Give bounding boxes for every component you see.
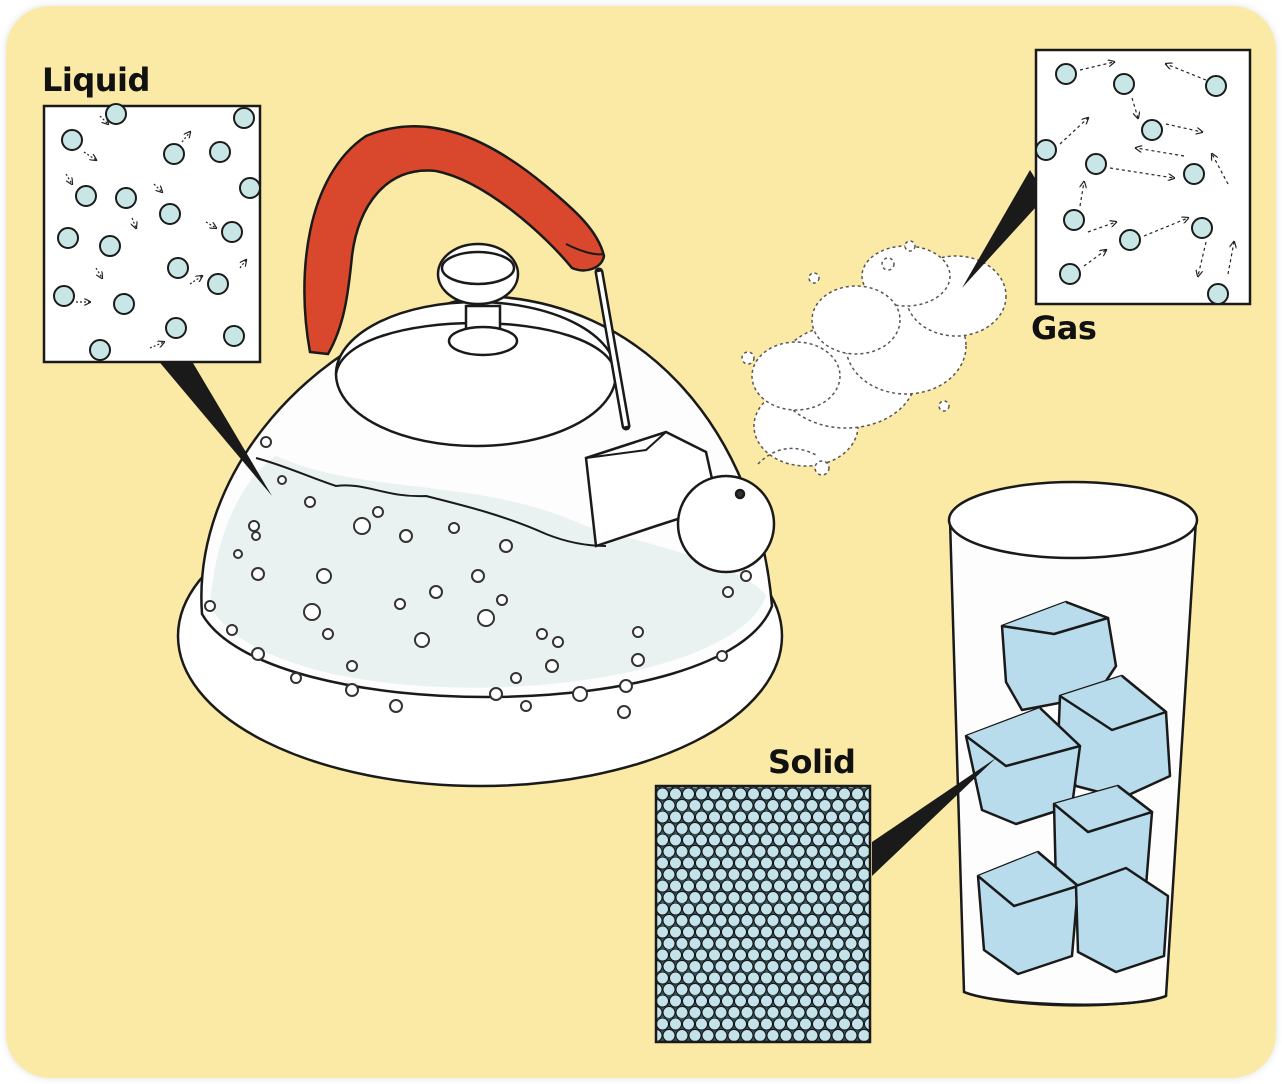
liquid-pointer [156, 358, 272, 496]
kettle [178, 244, 782, 786]
liquid-inset [44, 104, 260, 362]
diagram-panel: Liquid Gas Solid [6, 6, 1276, 1078]
gas-inset [1036, 50, 1250, 304]
liquid-label: Liquid [42, 64, 150, 96]
gas-pointer [962, 170, 1046, 288]
solid-inset [656, 786, 870, 1042]
steam-cloud [742, 241, 1006, 475]
states-of-matter-illustration [6, 6, 1276, 1078]
gas-label: Gas [1031, 312, 1096, 344]
solid-label: Solid [768, 746, 855, 778]
